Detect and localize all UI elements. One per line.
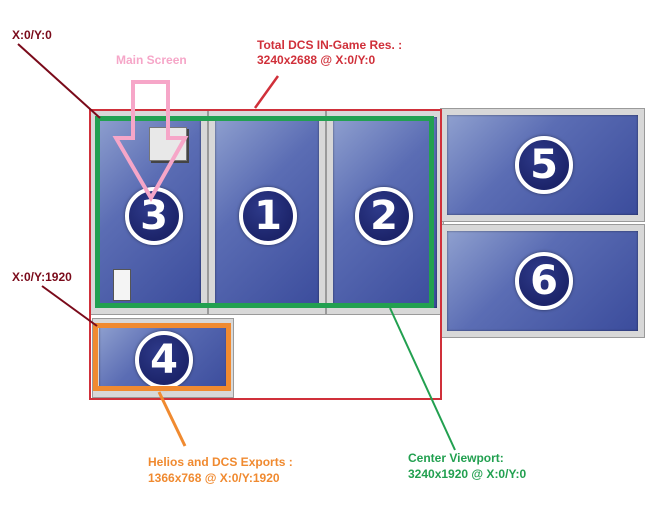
monitor-3: 3 [90,110,208,315]
monitor-3-number: 3 [125,187,183,245]
monitor-6: 6 [440,224,645,338]
monitor-5-number: 5 [515,136,573,194]
main-screen-label: Main Screen [116,53,187,67]
monitor-4: 4 [92,318,234,398]
monitor-5: 5 [440,108,645,222]
center-viewport-leader [389,307,456,451]
document-icon [113,269,131,301]
helios-label-line1: Helios and DCS Exports : [148,455,293,469]
origin-1920-leader [41,285,98,327]
main-screen-arrow-icon [112,80,189,203]
total-resolution-label-line1: Total DCS IN-Game Res. : [257,38,403,52]
total-resolution-label-line2: 3240x2688 @ X:0/Y:0 [257,53,376,67]
monitor-2: 2 [326,110,444,315]
center-viewport-outline [95,116,434,308]
total-resolution-leader [253,75,280,109]
origin-1920-label: X:0/Y:1920 [12,270,72,284]
helios-label-line2: 1366x768 @ X:0/Y:1920 [148,471,280,485]
monitor-6-number: 6 [515,252,573,310]
center-viewport-label-line1: Center Viewport: [408,451,504,465]
monitor-2-number: 2 [355,187,413,245]
origin-top-label: X:0/Y:0 [12,28,52,42]
monitor-1-number: 1 [239,187,297,245]
center-viewport-label-line2: 3240x1920 @ X:0/Y:0 [408,467,527,481]
helios-leader [157,391,187,447]
origin-top-leader [17,43,101,119]
monitor-1: 1 [208,110,326,315]
helios-exports-outline [93,323,231,391]
total-resolution-outline [89,109,442,400]
